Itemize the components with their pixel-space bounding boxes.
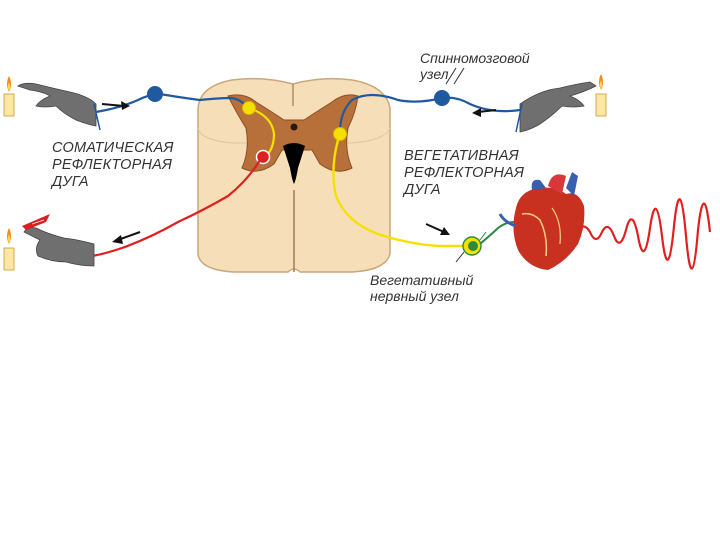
- hand-icon: [22, 214, 95, 267]
- sensory-nerve-left: [95, 92, 249, 114]
- candle-icon: [595, 74, 607, 117]
- sensory-nerve-right: [338, 93, 521, 133]
- hand-icon: [515, 81, 597, 133]
- candle-icon: [3, 76, 15, 117]
- interneuron-left: [248, 106, 276, 159]
- heart-icon: [498, 172, 585, 270]
- hand-icon: [17, 82, 101, 131]
- arrow-icon: [425, 223, 450, 235]
- spinal-ganglion-left: [147, 86, 163, 102]
- spinal-ganglion-label-line: узел: [420, 66, 449, 82]
- somatic-arc-label-line: СОМАТИЧЕСКАЯ: [52, 140, 174, 156]
- spinal-ganglion-right: [434, 90, 450, 106]
- autonomic-ganglion-label-line: нервный узел: [370, 288, 459, 304]
- spinal-cord: [197, 77, 391, 273]
- spinal-ganglion-label: Спинномозговой узел: [420, 50, 530, 82]
- autonomic-arc-label: ВЕГЕТАТИВНАЯ РЕФЛЕКТОРНАЯ ДУГА: [404, 148, 524, 199]
- arrow-icon: [472, 108, 497, 117]
- autonomic-ganglion-label: Вегетативный нервный узел: [370, 272, 473, 304]
- autonomic-arc-label-line: ДУГА: [404, 182, 441, 198]
- somatic-arc: [91, 86, 276, 258]
- candle-icon: [3, 228, 15, 271]
- motor-nerve-left: [91, 159, 261, 258]
- somatic-arc-label: СОМАТИЧЕСКАЯ РЕФЛЕКТОРНАЯ ДУГА: [52, 140, 174, 191]
- somatic-arc-label-line: РЕФЛЕКТОРНАЯ: [52, 157, 173, 173]
- autonomic-arc: [332, 67, 521, 256]
- autonomic-arc-label-line: РЕФЛЕКТОРНАЯ: [404, 165, 525, 181]
- autonomic-arc-label-line: ВЕГЕТАТИВНАЯ: [404, 148, 519, 164]
- autonomic-ganglion-label-line: Вегетативный: [370, 272, 474, 288]
- arrow-icon: [112, 231, 141, 244]
- heart-rhythm-wave: [577, 198, 712, 270]
- spinal-ganglion-label-line: Спинномозговой: [420, 50, 530, 66]
- central-canal: [283, 143, 305, 184]
- preganglionic-fiber: [332, 139, 468, 248]
- arrow-icon: [101, 101, 130, 110]
- somatic-arc-label-line: ДУГА: [52, 174, 89, 190]
